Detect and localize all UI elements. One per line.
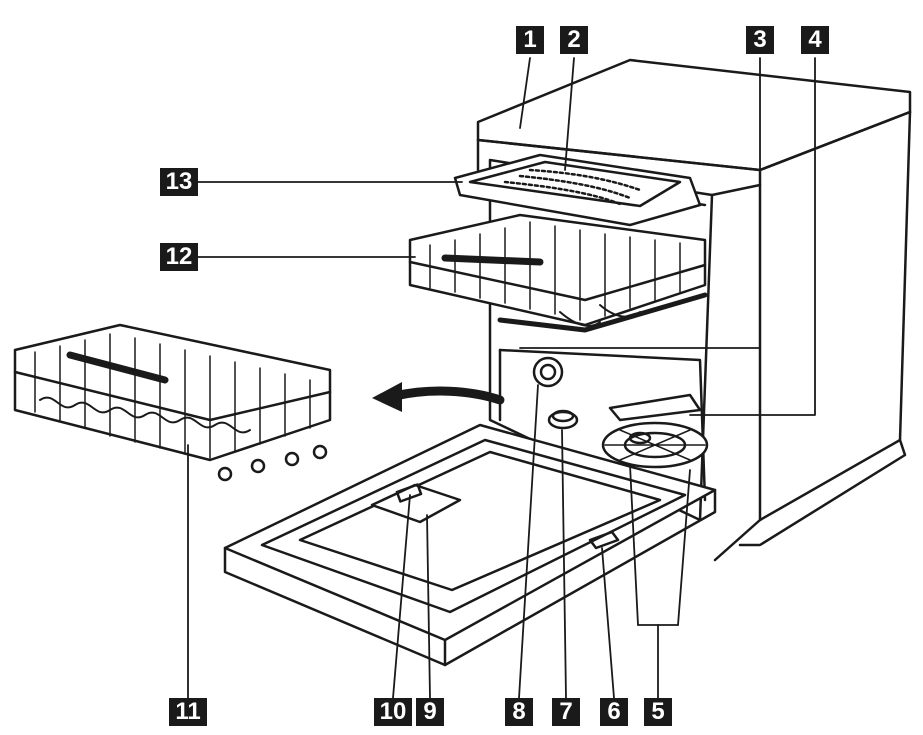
door bbox=[223, 423, 717, 667]
removed-basket-illustration bbox=[13, 323, 332, 482]
callout-13: 13 bbox=[160, 168, 198, 196]
callout-1: 1 bbox=[516, 26, 544, 54]
curved-arrow-icon bbox=[372, 382, 505, 412]
callout-10: 10 bbox=[374, 698, 412, 726]
callout-8: 8 bbox=[505, 698, 533, 726]
callout-3: 3 bbox=[746, 26, 774, 54]
tub-parts bbox=[532, 356, 709, 469]
callout-6: 6 bbox=[600, 698, 628, 726]
upper-basket bbox=[408, 213, 708, 333]
leader-lines bbox=[187, 57, 816, 699]
callout-12: 12 bbox=[160, 243, 198, 271]
callout-7: 7 bbox=[552, 698, 580, 726]
callout-5: 5 bbox=[644, 698, 672, 726]
callout-2: 2 bbox=[560, 26, 588, 54]
callout-9: 9 bbox=[416, 698, 444, 726]
callout-4: 4 bbox=[801, 26, 829, 54]
cutlery-tray bbox=[453, 153, 702, 227]
callout-11: 11 bbox=[169, 698, 207, 726]
